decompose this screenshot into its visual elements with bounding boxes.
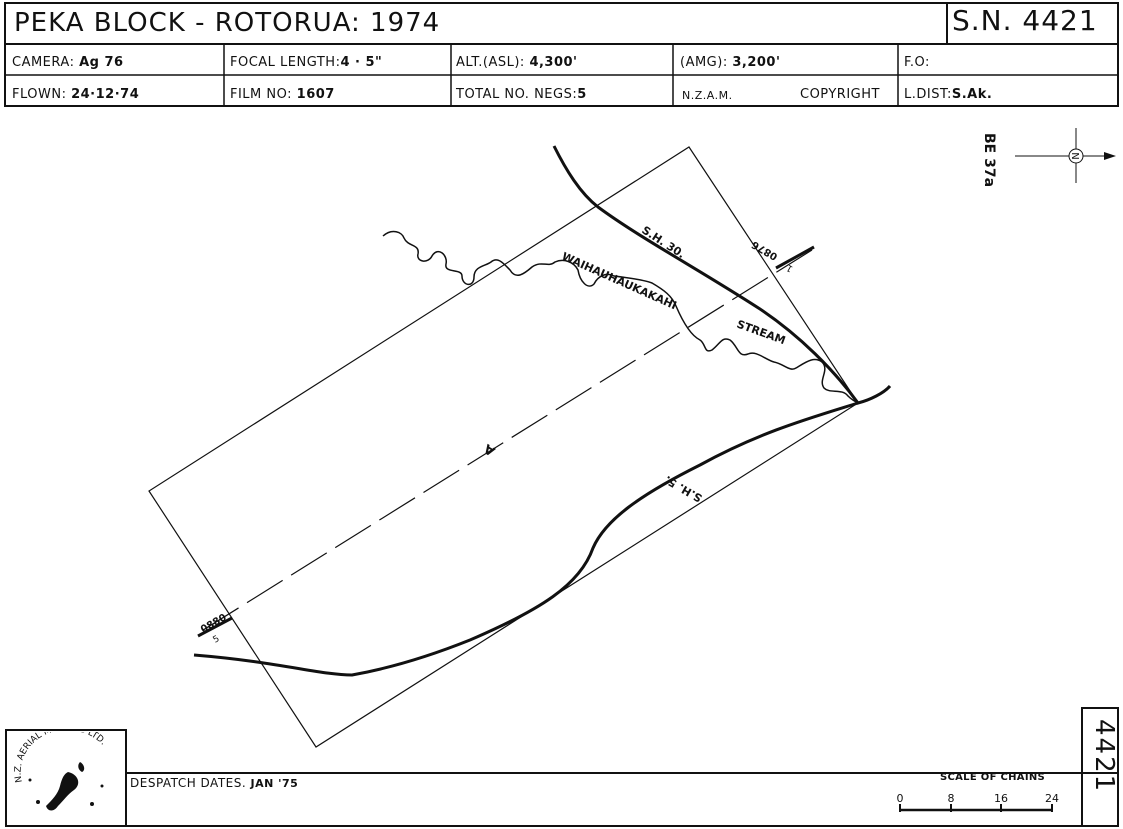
road-sh30 [552,145,892,405]
ldist-value: S.Ak. [951,87,993,102]
copyright-label: COPYRIGHT [800,87,880,102]
scale-tick-3: 24 [1045,792,1059,805]
flown-field: FLOWN: 24·12·74 [12,87,139,102]
focal-length-value: 4 · 5" [340,55,383,70]
despatch-dates: DESPATCH DATES. JAN '75 [130,776,298,790]
north-arrow-icon: N [1015,128,1116,183]
flight-plot-map: N BE 37a S.H. 30. S.H. 5. WAIHAUHAUKAKAH… [148,128,1116,748]
focal-length-field: FOCAL LENGTH:4 · 5" [230,55,382,70]
altitude-amg-label: (AMG): [680,55,728,70]
nz-aerial-mapping-logo: N.Z. AERIAL MAPPING LTD. [8,723,124,824]
ldist-label: L.DIST: [904,87,952,102]
fo-label: F.O: [904,55,930,70]
header-frame [4,2,1119,107]
sortie-title: PEKA BLOCK - ROTORUA: 1974 [14,8,441,38]
altitude-asl-value: 4,300' [529,55,578,70]
altitude-amg-field: (AMG): 3,200' [680,55,780,70]
run-label: A [482,440,498,458]
survey-number: S.N. 4421 [952,4,1098,37]
side-number-box: 4421 [1087,713,1119,821]
flight-line-end-tick-top [775,245,815,270]
total-negs-value: 5 [577,87,587,102]
total-negs-label: TOTAL NO. NEGS: [456,87,578,102]
film-number-value: 1607 [296,87,335,102]
side-number: 4421 [1089,719,1119,794]
scale-tick-0: 0 [897,792,904,805]
altitude-asl-field: ALT.(ASL): 4,300' [456,55,578,70]
frame-subnumber-bottom: 5 [212,634,222,646]
sheet-reference: BE 37a [981,133,997,187]
flown-value: 24·12·74 [71,87,140,102]
scale-title: SCALE OF CHAINS [940,772,1046,783]
scale-tick-1: 8 [948,792,955,805]
camera-label: CAMERA: [12,55,75,70]
logo-lettering: N.Z. AERIAL MAPPING LTD. [14,732,108,783]
waihauhaukakahi-stream [382,230,859,404]
photo-coverage-frame [148,146,859,748]
ldist-field: L.DIST:S.Ak. [904,87,992,102]
focal-length-label: FOCAL LENGTH: [230,55,341,70]
camera-field: CAMERA: Ag 76 [12,55,124,70]
nzam-label: N.Z.A.M. [682,89,733,102]
camera-value: Ag 76 [79,55,124,70]
despatch-label: DESPATCH DATES. [130,776,247,790]
scale-bar: 0 8 16 24 [897,792,1059,812]
scale-tick-2: 16 [994,792,1008,805]
road-sh5 [193,401,859,677]
flight-line-end-tick-bottom [197,616,233,638]
frame-number-bottom: 0880 [199,612,229,635]
despatch-value: JAN '75 [250,777,299,790]
road-label-sh30: S.H. 30. [639,224,687,261]
flight-line [199,249,813,633]
fo-field: F.O: [904,55,930,70]
altitude-asl-label: ALT.(ASL): [456,55,525,70]
film-number-label: FILM NO: [230,87,293,102]
road-label-sh5: S.H. 5. [662,473,704,505]
footer-frame [5,707,1119,827]
total-negs-field: TOTAL NO. NEGS:5 [456,87,587,102]
flown-label: FLOWN: [12,87,67,102]
north-label: N [1069,152,1080,159]
frame-number-top: 0876 [750,238,780,261]
frame-subnumber-top: 1 [785,262,795,274]
altitude-amg-value: 3,200' [732,55,781,70]
film-number-field: FILM NO: 1607 [230,87,335,102]
stream-label-name: WAIHAUHAUKAKAHI [560,250,679,312]
